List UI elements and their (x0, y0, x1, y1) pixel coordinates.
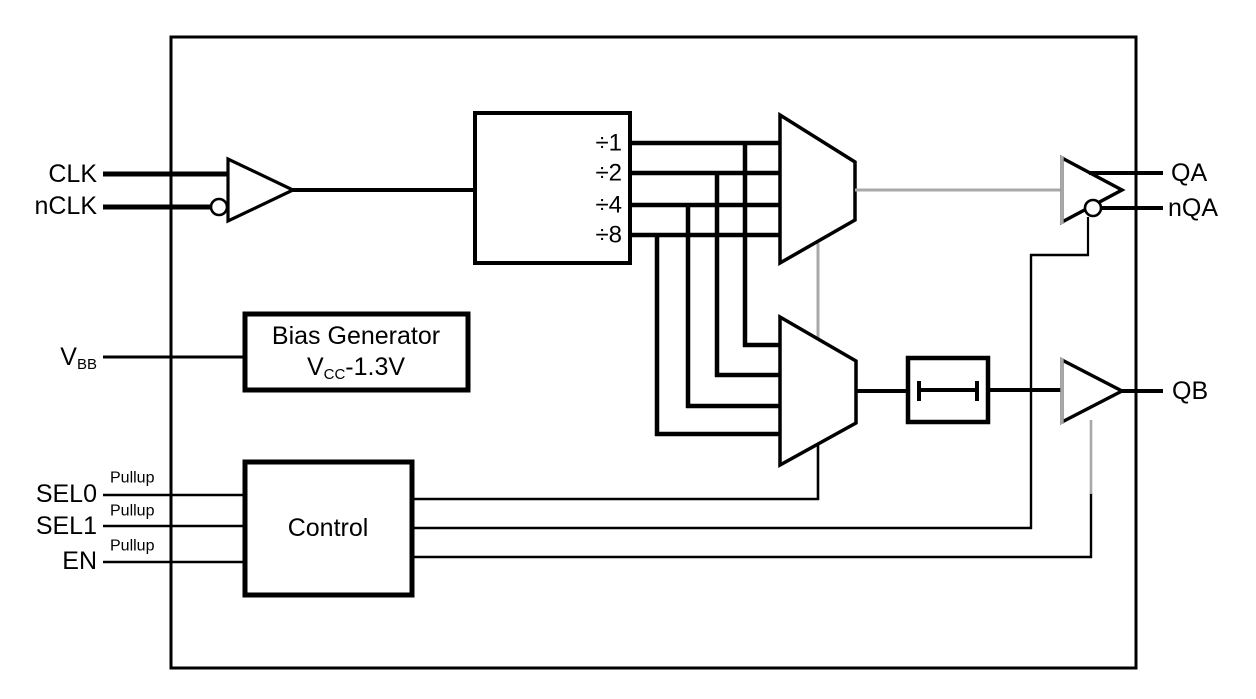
chip-boundary (169, 35, 1138, 670)
mux-b (778, 313, 858, 468)
pin-label-sel0: SEL0 (36, 480, 97, 508)
pin-label-sel1: SEL1 (36, 512, 97, 540)
control-label: Control (288, 514, 369, 542)
pullup-label-sel1: Pullup (110, 503, 155, 520)
bias-generator-voltage: VCC-1.3V (307, 353, 405, 383)
mux-a (778, 111, 857, 267)
pin-label-qa: QA (1171, 159, 1207, 187)
divider-output-label-2: ÷2 (595, 160, 622, 187)
pullup-label-sel0: Pullup (110, 470, 155, 487)
pullup-label-en: Pullup (110, 538, 155, 555)
nclk-inversion-bubble (209, 197, 229, 217)
divider-block (473, 111, 632, 265)
nqa-inversion-bubble (1083, 198, 1103, 218)
pin-label-en: EN (62, 547, 97, 575)
output-buffer-qb (1060, 357, 1126, 425)
pin-label-nqa: nQA (1168, 194, 1218, 222)
pin-label-vbb: VBB (60, 343, 97, 373)
bias-generator-label: Bias Generator (272, 322, 440, 350)
control-block (242, 459, 415, 598)
bias-generator-block (242, 311, 471, 393)
divider-output-label-8: ÷8 (595, 222, 622, 249)
input-buffer-triangle (226, 156, 297, 224)
divider-output-label-4: ÷4 (595, 192, 622, 219)
pin-label-nclk: nCLK (34, 192, 97, 220)
pin-label-clk: CLK (48, 160, 97, 188)
pin-label-qb: QB (1172, 377, 1208, 405)
divider-output-label-1: ÷1 (595, 130, 622, 157)
